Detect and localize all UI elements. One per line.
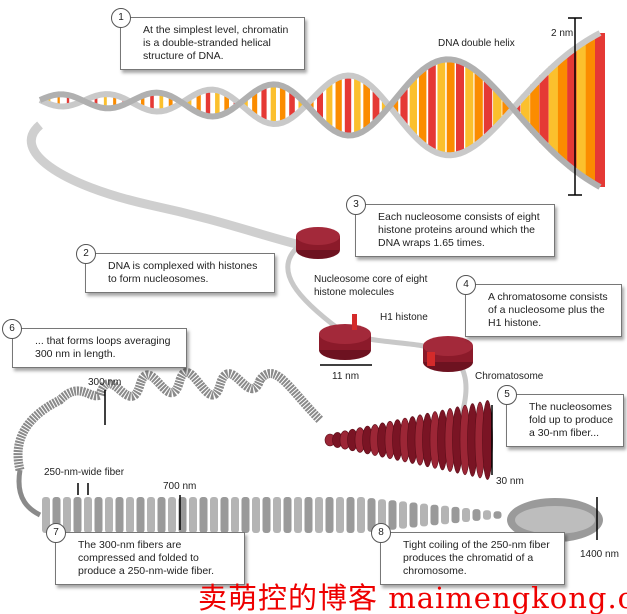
fiber-coil	[199, 497, 208, 533]
callout-number: 4	[456, 275, 476, 295]
fiber-coil	[346, 497, 355, 533]
chromatid	[507, 498, 603, 542]
callout-number: 8	[371, 523, 391, 543]
fiber-coil	[63, 497, 71, 533]
callout-text: Tight coiling of the 250-nm fiber produc…	[403, 539, 550, 577]
callout-number: 7	[46, 523, 66, 543]
dna-helix-label: DNA double helix	[438, 38, 515, 49]
fiber-coil	[304, 497, 313, 533]
700nm-label: 700 nm	[163, 481, 197, 492]
h1-histone-marker	[352, 314, 357, 330]
callout-text: A chromatosome consists of a nucleosome …	[488, 291, 608, 329]
fiber-coil	[84, 497, 92, 533]
fiber-coil	[399, 501, 407, 529]
250nm-fiber-label: 250-nm-wide fiber	[44, 467, 125, 478]
callout-number: 5	[497, 385, 517, 405]
fiber-coil	[252, 497, 260, 533]
fiber-coil	[283, 497, 292, 533]
callout-text: The 300-nm fibers are compressed and fol…	[78, 539, 214, 577]
chromatosome	[423, 336, 473, 372]
fiber-coil	[105, 497, 113, 533]
nucleosome	[296, 227, 340, 259]
300nm-label: 300 nm	[88, 377, 122, 388]
fiber-coil	[325, 497, 334, 533]
callout-2: DNA is complexed with histones to form n…	[85, 253, 275, 293]
dna-strand	[26, 121, 302, 250]
fiber-coil	[42, 497, 50, 533]
nucleosome-disk	[482, 400, 493, 480]
dna-double-helix	[38, 30, 605, 190]
11nm-label: 11 nm	[332, 371, 360, 382]
fiber-coil	[220, 497, 229, 533]
callout-8: Tight coiling of the 250-nm fiber produc…	[380, 532, 565, 585]
callout-5: The nucleosomes fold up to produce a 30-…	[506, 394, 624, 447]
callout-text: DNA is complexed with histones to form n…	[108, 260, 258, 285]
30nm-label: 30 nm	[496, 476, 524, 487]
fiber-coil	[336, 497, 344, 533]
fiber-coil	[462, 508, 470, 522]
measurement-arrows	[77, 17, 598, 540]
callout-number: 1	[111, 8, 131, 28]
watermark: 卖萌控的博客 maimengkong.com	[198, 581, 627, 614]
fiber-coil	[493, 511, 502, 519]
callout-3: Each nucleosome consists of eight histon…	[355, 204, 555, 257]
fiber-coil	[210, 497, 218, 533]
fiber-coil	[294, 497, 302, 533]
250nm-fiber	[42, 497, 502, 533]
fiber-coil	[451, 506, 460, 524]
callout-6: ... that forms loops averaging 300 nm in…	[12, 328, 187, 368]
chromatosome-label: Chromatosome	[475, 371, 544, 382]
fiber-coil	[430, 504, 439, 526]
nucleosome-11nm	[319, 314, 371, 360]
callout-number: 3	[346, 195, 366, 215]
callout-number: 2	[76, 244, 96, 264]
fiber-coil	[357, 497, 365, 533]
fiber-coil	[136, 497, 145, 533]
300nm-loops	[13, 367, 324, 472]
callout-7: The 300-nm fibers are compressed and fol…	[55, 532, 245, 585]
callout-text: The nucleosomes fold up to produce a 30-…	[529, 401, 614, 439]
30nm-fiber	[324, 400, 493, 480]
fiber-coil	[441, 505, 449, 525]
fiber-coil	[420, 503, 428, 527]
linker-dna	[285, 243, 469, 421]
callout-1: At the simplest level, chromatin is a do…	[120, 17, 305, 70]
fiber-coil	[241, 497, 250, 533]
callout-text: ... that forms loops averaging 300 nm in…	[35, 335, 171, 360]
fiber-coil	[94, 497, 103, 533]
fiber-coil	[157, 497, 166, 533]
fiber-coil	[231, 497, 239, 533]
fiber-coil	[367, 498, 376, 532]
fiber-coil	[388, 500, 397, 530]
fiber-coil	[147, 497, 155, 533]
fiber-coil	[115, 497, 124, 533]
fiber-coil	[73, 497, 82, 533]
callout-number: 6	[2, 319, 22, 339]
fiber-coil	[472, 509, 481, 521]
fiber-coil	[273, 497, 281, 533]
callout-text: At the simplest level, chromatin is a do…	[143, 24, 289, 62]
fiber-connector	[16, 469, 42, 518]
fiber-coil	[168, 497, 176, 533]
callout-4: A chromatosome consists of a nucleosome …	[465, 284, 622, 337]
fiber-coil	[315, 497, 323, 533]
fiber-coil	[126, 497, 134, 533]
h1-histone-label: H1 histone	[380, 312, 428, 323]
nucleosome-core-label: Nucleosome core of eight histone molecul…	[314, 274, 428, 298]
callout-text: Each nucleosome consists of eight histon…	[378, 211, 540, 249]
backbone-strand	[38, 56, 602, 190]
1400nm-label: 1400 nm	[580, 549, 619, 560]
2nm-label: 2 nm	[551, 28, 574, 39]
fiber-coil	[409, 502, 418, 528]
fiber-coil	[189, 497, 197, 533]
fiber-coil	[378, 499, 386, 531]
fiber-coil	[262, 497, 271, 533]
fiber-coil	[483, 510, 491, 520]
